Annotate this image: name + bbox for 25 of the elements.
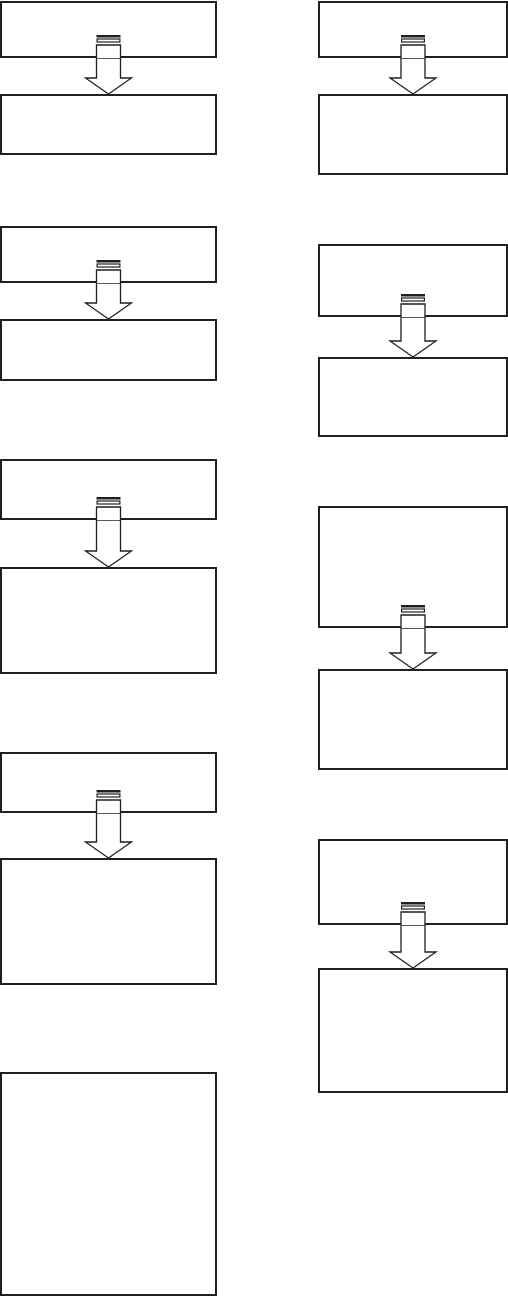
empty-box xyxy=(318,244,508,317)
empty-box xyxy=(318,506,508,628)
empty-box xyxy=(0,319,217,381)
block-arrow xyxy=(387,627,439,670)
empty-box xyxy=(318,968,508,1093)
block-arrow xyxy=(387,924,439,969)
empty-box xyxy=(0,858,217,985)
empty-box xyxy=(0,1,217,58)
block-arrow xyxy=(387,57,439,95)
empty-box xyxy=(0,459,217,520)
block-arrow xyxy=(83,519,134,568)
empty-box xyxy=(0,226,217,283)
block-arrow xyxy=(83,812,134,859)
empty-box xyxy=(318,669,508,770)
block-arrow xyxy=(83,57,134,95)
block-arrow xyxy=(83,282,134,320)
empty-box xyxy=(0,1072,217,1296)
empty-box xyxy=(0,752,217,813)
empty-box xyxy=(0,567,217,674)
empty-box xyxy=(318,1,508,58)
empty-box xyxy=(0,94,217,155)
block-arrow xyxy=(387,316,439,358)
empty-box xyxy=(318,839,508,925)
empty-box xyxy=(318,94,508,175)
empty-box xyxy=(318,357,508,437)
